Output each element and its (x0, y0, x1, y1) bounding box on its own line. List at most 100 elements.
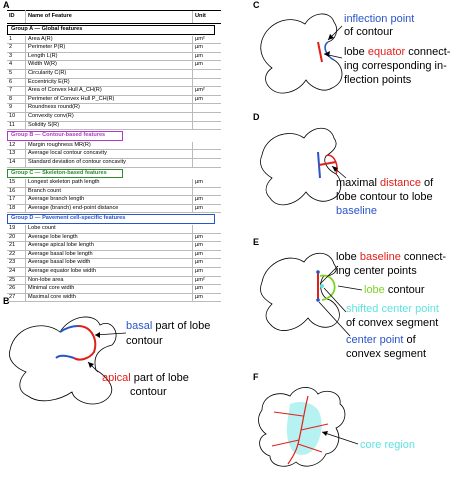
cell-unit: µm (192, 195, 221, 205)
distance-line-d (318, 161, 337, 166)
cell-name: Standard deviation of contour concavity (25, 158, 193, 168)
label-equator-line3: flection points (344, 74, 412, 86)
cell-id: 25 (7, 276, 26, 286)
cell-id: 1 (7, 35, 26, 45)
equator-line-c (317, 41, 323, 63)
cell-id: 16 (7, 187, 26, 197)
cell-unit: µm² (192, 35, 221, 45)
cell-unit (192, 225, 221, 234)
center-point-top (316, 270, 320, 274)
panel-c-diagram: inflection point of contour lobe equator… (260, 13, 451, 94)
group-header-row: Group C — Skeleton-based features (7, 167, 221, 179)
cell-unit (192, 158, 221, 168)
label-apical: apical part of lobe (102, 372, 189, 384)
cell-name: Average lobe length (25, 233, 193, 243)
cell-id: 12 (7, 141, 26, 151)
pointer-core (321, 431, 359, 445)
panel-d-diagram: maximal distance of lobe contour to lobe… (260, 127, 434, 217)
core-region (286, 402, 322, 455)
cell-unit: µm² (192, 86, 221, 96)
label-baseline-e: lobe baseline connect- (336, 251, 446, 263)
cell-id: 27 (7, 293, 26, 303)
cell-id: 26 (7, 284, 26, 294)
cell-unit (192, 112, 221, 122)
cell-name: Non-lobe area (25, 276, 193, 286)
cell-outline-b (9, 316, 117, 405)
cell-unit: µm (192, 293, 221, 303)
cell-unit (192, 69, 221, 79)
cell-id: 10 (7, 112, 26, 122)
label-center: center point of (346, 334, 417, 346)
label-baseline-d: baseline (336, 205, 377, 217)
cell-id: 17 (7, 195, 26, 205)
cell-unit: µm (192, 43, 221, 53)
pointer-basal (94, 332, 127, 336)
skeleton-branches (271, 411, 329, 453)
group-header-row: Group D — Pavement cell-specific feature… (7, 213, 221, 225)
cell-name: Average equator lobe width (25, 267, 193, 277)
label-shifted: shifted center point (346, 303, 439, 315)
cell-outline-c (260, 13, 343, 94)
cell-name: Branch count (25, 187, 193, 197)
cell-name: Longest skeleton path length (25, 179, 193, 188)
group-header-row: Group A — Global features (7, 24, 221, 36)
cell-unit: µm (192, 52, 221, 62)
cell-unit: µm (192, 204, 221, 214)
cell-id: 8 (7, 95, 26, 105)
cell-id: 7 (7, 86, 26, 96)
pointer-inflection-head (328, 34, 334, 40)
label-shifted-line2: of convex segment (346, 317, 438, 329)
cell-unit (192, 103, 221, 113)
pointer-equator-head (324, 51, 330, 57)
center-point-bottom (316, 298, 320, 302)
cell-name: Maximal core width (25, 293, 193, 303)
label-center-line2: convex segment (346, 348, 426, 360)
cell-name: Perimeter of Convex Hull P_CH(R) (25, 95, 193, 105)
cell-name: Lobe count (25, 225, 193, 234)
cell-unit: µm (192, 95, 221, 105)
lobe-contour-e (319, 274, 336, 301)
cell-outline-f (258, 387, 346, 467)
cell-unit: µm (192, 258, 221, 269)
cell-name: Area of Convex Hull A_CH(R) (25, 86, 193, 96)
cell-name: Average apical lobe length (25, 241, 193, 251)
cell-name: Perimeter P(R) (25, 43, 193, 53)
cell-id: 20 (7, 233, 26, 243)
cell-name: Average branch length (25, 195, 193, 205)
cell-unit (192, 187, 221, 197)
cell-id: 11 (7, 121, 26, 131)
group-title: Group B — Contour-based features (7, 131, 123, 141)
pointer-baseline-e (319, 265, 339, 285)
cell-id: 14 (7, 158, 26, 168)
cell-unit (192, 121, 221, 131)
cell-unit: µm (192, 179, 221, 188)
cell-unit: µm (192, 267, 221, 277)
cell-id: 2 (7, 43, 26, 53)
pointer-shifted-e (323, 287, 347, 313)
column-header-unit: Unit (192, 10, 221, 24)
label-basal: basal part of lobe (126, 320, 210, 332)
table-header-row: ID Name of Feature Unit (7, 10, 221, 24)
basal-contour-top (59, 325, 79, 333)
cell-name: Average local contour concavity (25, 149, 193, 159)
cell-outline-e (260, 252, 340, 331)
